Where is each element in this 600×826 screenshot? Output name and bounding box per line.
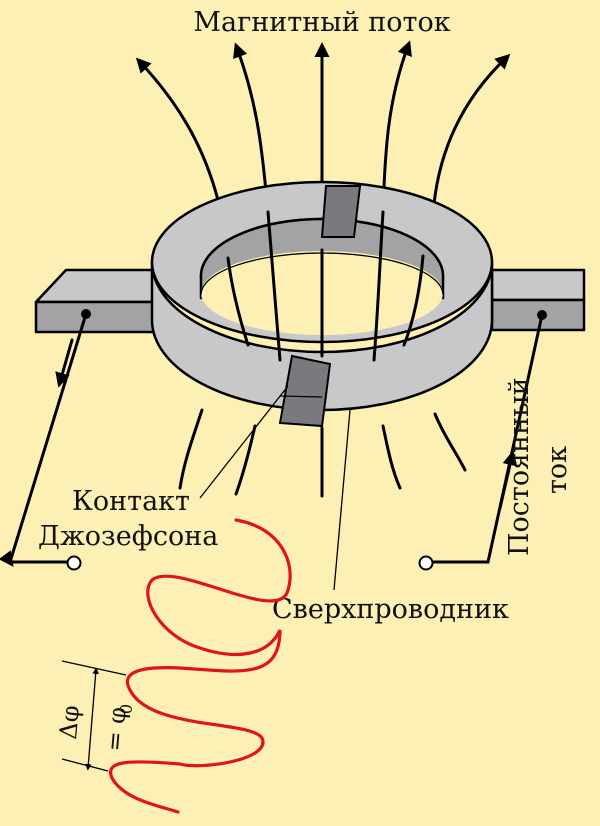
superconductor-leader — [333, 409, 351, 591]
ring-outer-wall — [150, 260, 494, 412]
flux-line-through — [402, 254, 425, 347]
period-mark-top — [61, 660, 127, 676]
dc-label-line1: Постоянный — [504, 377, 535, 556]
period-mark-bottom — [61, 758, 109, 772]
josephson-junction-far — [320, 185, 362, 238]
phi0-subscript: 0 — [116, 703, 136, 715]
left-wire-arrow — [55, 338, 74, 388]
superconductor-ring — [34, 180, 586, 428]
flux-line-through — [372, 210, 385, 362]
right-wire — [432, 313, 544, 564]
left-lead-front — [34, 300, 156, 334]
right-wire-arrow — [498, 450, 518, 510]
contact-label-line2: Джозефсона — [38, 521, 218, 552]
dc-circuit — [0, 312, 544, 571]
dc-label: Постоянный ток — [504, 377, 573, 556]
flux-line — [433, 412, 467, 472]
phi0-label: = φ — [100, 706, 132, 753]
flux-line — [432, 53, 511, 206]
right-terminal — [418, 555, 434, 571]
josephson-junction-near — [278, 354, 332, 428]
flux-line — [135, 57, 220, 202]
dc-label-line2: ток — [542, 446, 573, 494]
flux-line — [381, 424, 402, 490]
flux-line — [234, 424, 257, 496]
left-wire — [0, 312, 88, 567]
delta-phi-label: Δφ — [54, 704, 85, 740]
period-indicator: Δφ = φ 0 — [54, 660, 136, 772]
magnetic-flux-label: Магнитный поток — [193, 7, 450, 38]
right-lead-top — [490, 268, 586, 302]
junction-leader — [199, 385, 289, 499]
flux-line — [178, 408, 204, 490]
superconductor-label: Сверхпроводник — [272, 594, 509, 625]
oscillation-wave — [109, 518, 292, 814]
period-arrow — [85, 667, 99, 771]
flux-line-through — [266, 210, 282, 362]
contact-label-line1: Контакт — [72, 486, 190, 517]
left-terminal — [66, 555, 82, 571]
flux-line-through — [226, 256, 250, 347]
flux-lines-bottom — [178, 408, 467, 498]
